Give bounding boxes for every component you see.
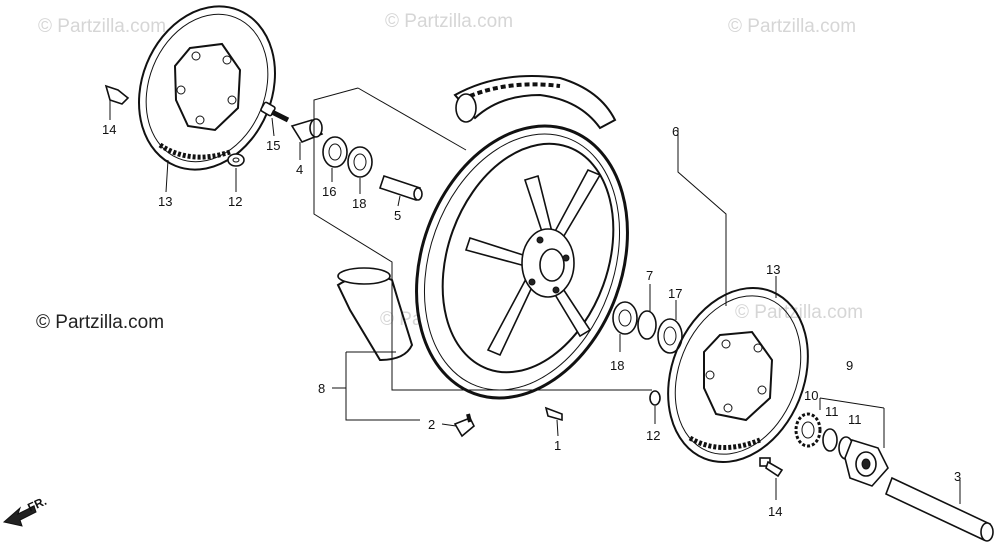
callout-12: 12 — [228, 194, 242, 209]
callout-14: 14 — [102, 122, 116, 137]
valve-2[interactable] — [453, 413, 475, 438]
callout-10: 10 — [804, 388, 818, 403]
tire — [453, 75, 617, 130]
callout-3: 3 — [954, 469, 961, 484]
front-direction-arrow: FR. — [2, 494, 49, 527]
leader-lines — [109, 100, 961, 504]
spacer-5[interactable] — [378, 174, 423, 202]
wheel-rim[interactable] — [380, 96, 664, 428]
watermark: © Partzilla.com — [728, 16, 856, 37]
callout-6: 6 — [672, 124, 679, 139]
watermark: © Partzilla.com — [735, 302, 863, 323]
callout-17: 17 — [668, 286, 682, 301]
washer-11-a[interactable] — [822, 428, 838, 452]
callout-15: 15 — [266, 138, 280, 153]
callout-18: 18 — [352, 196, 366, 211]
gear-10[interactable] — [794, 412, 822, 448]
bolt-15[interactable] — [260, 101, 290, 123]
seal-17[interactable] — [657, 318, 683, 354]
callout-18: 18 — [610, 358, 624, 373]
washer-12-left[interactable] — [227, 153, 245, 167]
callout-1: 1 — [554, 438, 561, 453]
callout-13: 13 — [158, 194, 172, 209]
callout-13: 13 — [766, 262, 780, 277]
callout-14: 14 — [768, 504, 782, 519]
axle-3[interactable] — [884, 476, 994, 542]
washer-12-right[interactable] — [649, 390, 661, 406]
callout-11: 11 — [825, 404, 839, 419]
callout-8: 8 — [318, 381, 325, 396]
callout-5: 5 — [394, 208, 401, 223]
callout-2: 2 — [428, 417, 435, 432]
callout-12: 12 — [646, 428, 660, 443]
brake-disc-right[interactable] — [643, 267, 833, 483]
callout-7: 7 — [646, 268, 653, 283]
bearing-18-left[interactable] — [347, 146, 373, 178]
speedometer-gearbox-9[interactable] — [844, 439, 889, 487]
bearing-16[interactable] — [322, 136, 348, 168]
watermark: © Partzilla.com — [385, 11, 513, 32]
callout-16: 16 — [322, 184, 336, 199]
tire-section — [336, 267, 414, 362]
ring-7[interactable] — [637, 310, 657, 340]
bolt-14-top[interactable] — [104, 84, 130, 105]
collar-4[interactable] — [290, 118, 324, 143]
callout-9: 9 — [846, 358, 853, 373]
bolt-14-bottom[interactable] — [759, 457, 784, 478]
front-label: FR. — [25, 494, 48, 515]
callout-11: 11 — [848, 412, 862, 427]
bearing-18-right[interactable] — [612, 301, 638, 335]
callout-4: 4 — [296, 162, 303, 177]
valve-1[interactable] — [544, 406, 563, 422]
credit-text: © Partzilla.com — [36, 312, 164, 333]
watermark: © Partzilla.com — [38, 16, 166, 37]
assembly-lines — [313, 87, 885, 448]
